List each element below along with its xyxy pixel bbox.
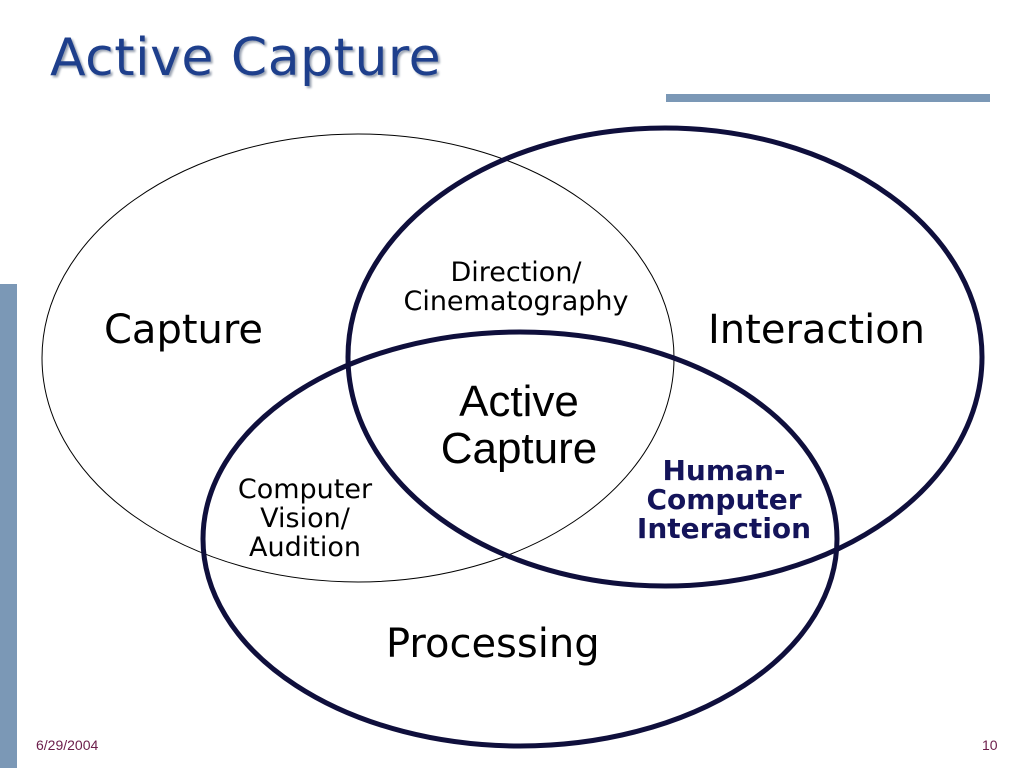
- processing-label: Processing: [386, 621, 600, 667]
- interaction-label: Interaction: [708, 307, 926, 353]
- computer-line: Computer: [237, 474, 373, 505]
- capture-label: Capture: [104, 307, 264, 353]
- processing-circle: [200, 329, 840, 749]
- interaction-line-hci: Interaction: [636, 512, 812, 545]
- footer-date: 6/29/2004: [36, 737, 99, 753]
- capture-line: Capture: [440, 424, 598, 473]
- footer-page-number: 10: [982, 737, 998, 753]
- title-underline-bar: [666, 94, 990, 102]
- audition-line: Audition: [249, 532, 361, 563]
- interaction-circle: [345, 125, 985, 589]
- active-line: Active: [459, 377, 579, 426]
- cinematography-line: Cinematography: [403, 286, 629, 317]
- slide-title: Active Capture: [50, 28, 442, 88]
- vision-line: Vision/: [260, 503, 350, 534]
- hci-label: Human- Computer Interaction: [616, 456, 832, 543]
- active-capture-center-label: Active Capture: [424, 378, 614, 472]
- left-accent-bar: [0, 284, 17, 768]
- computer-line-hci: Computer: [646, 483, 802, 516]
- direction-cinematography-label: Direction/ Cinematography: [374, 258, 658, 316]
- computer-vision-audition-label: Computer Vision/ Audition: [220, 475, 390, 562]
- direction-line: Direction/: [450, 257, 582, 288]
- human-line: Human-: [662, 454, 786, 487]
